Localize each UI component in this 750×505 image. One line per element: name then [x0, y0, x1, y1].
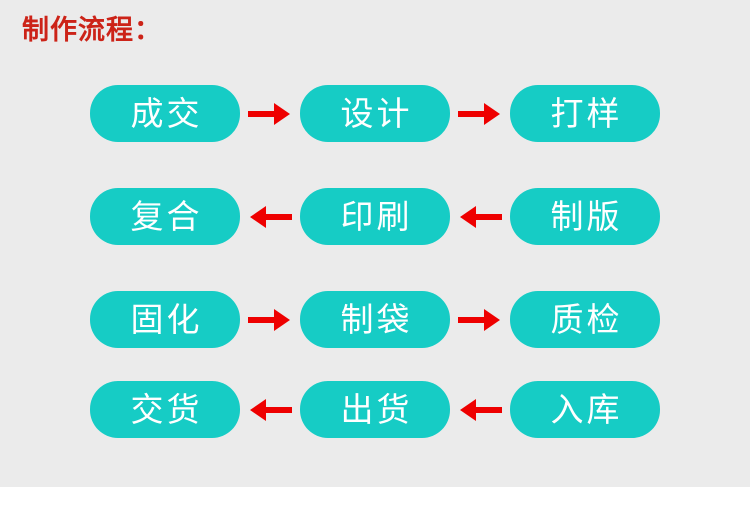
flow-connector: [244, 291, 296, 348]
arrow-left-icon: [460, 398, 502, 421]
flow-node-label: 成交: [130, 94, 203, 133]
arrow-right-icon: [248, 102, 290, 125]
flow-node[interactable]: 入库: [510, 381, 660, 438]
flow-node[interactable]: 制袋: [300, 291, 450, 348]
flow-node[interactable]: 复合: [90, 188, 240, 245]
flow-node[interactable]: 质检: [510, 291, 660, 348]
process-flow-panel: 制作流程： 成交 设计 打样 复合: [0, 0, 750, 487]
flow-node[interactable]: 交货: [90, 381, 240, 438]
flow-node[interactable]: 出货: [300, 381, 450, 438]
arrow-left-icon: [250, 398, 292, 421]
page-title: 制作流程：: [22, 15, 162, 46]
flow-connector: [454, 188, 506, 245]
flow-connector: [244, 381, 296, 438]
arrow-left-icon: [460, 205, 502, 228]
flow-node-label: 固化: [130, 300, 203, 339]
flow-node[interactable]: 打样: [510, 85, 660, 142]
arrow-right-icon: [248, 308, 290, 331]
arrow-right-icon: [458, 308, 500, 331]
flow-node-label: 印刷: [340, 197, 413, 236]
flow-connector: [454, 85, 506, 142]
flow-node-label: 质检: [550, 300, 623, 339]
flow-node-label: 制袋: [340, 300, 413, 339]
flow-connector: [244, 188, 296, 245]
flow-node[interactable]: 制版: [510, 188, 660, 245]
flow-connector: [454, 381, 506, 438]
flow-node-label: 入库: [550, 390, 623, 429]
flow-node-label: 复合: [130, 197, 203, 236]
flow-node-label: 交货: [130, 390, 203, 429]
flow-node-label: 打样: [550, 94, 623, 133]
flow-node[interactable]: 成交: [90, 85, 240, 142]
flow-row: 交货 出货 入库: [90, 381, 660, 438]
arrow-right-icon: [458, 102, 500, 125]
flow-row: 成交 设计 打样: [90, 85, 660, 142]
flow-node[interactable]: 设计: [300, 85, 450, 142]
flow-node[interactable]: 印刷: [300, 188, 450, 245]
flow-node-label: 出货: [340, 390, 413, 429]
flow-node-label: 制版: [550, 197, 623, 236]
bottom-strip: [0, 487, 750, 505]
flow-node[interactable]: 固化: [90, 291, 240, 348]
flow-connector: [454, 291, 506, 348]
arrow-left-icon: [250, 205, 292, 228]
flow-row: 固化 制袋 质检: [90, 291, 660, 348]
flow-connector: [244, 85, 296, 142]
flow-row: 复合 印刷 制版: [90, 188, 660, 245]
flow-node-label: 设计: [340, 94, 413, 133]
